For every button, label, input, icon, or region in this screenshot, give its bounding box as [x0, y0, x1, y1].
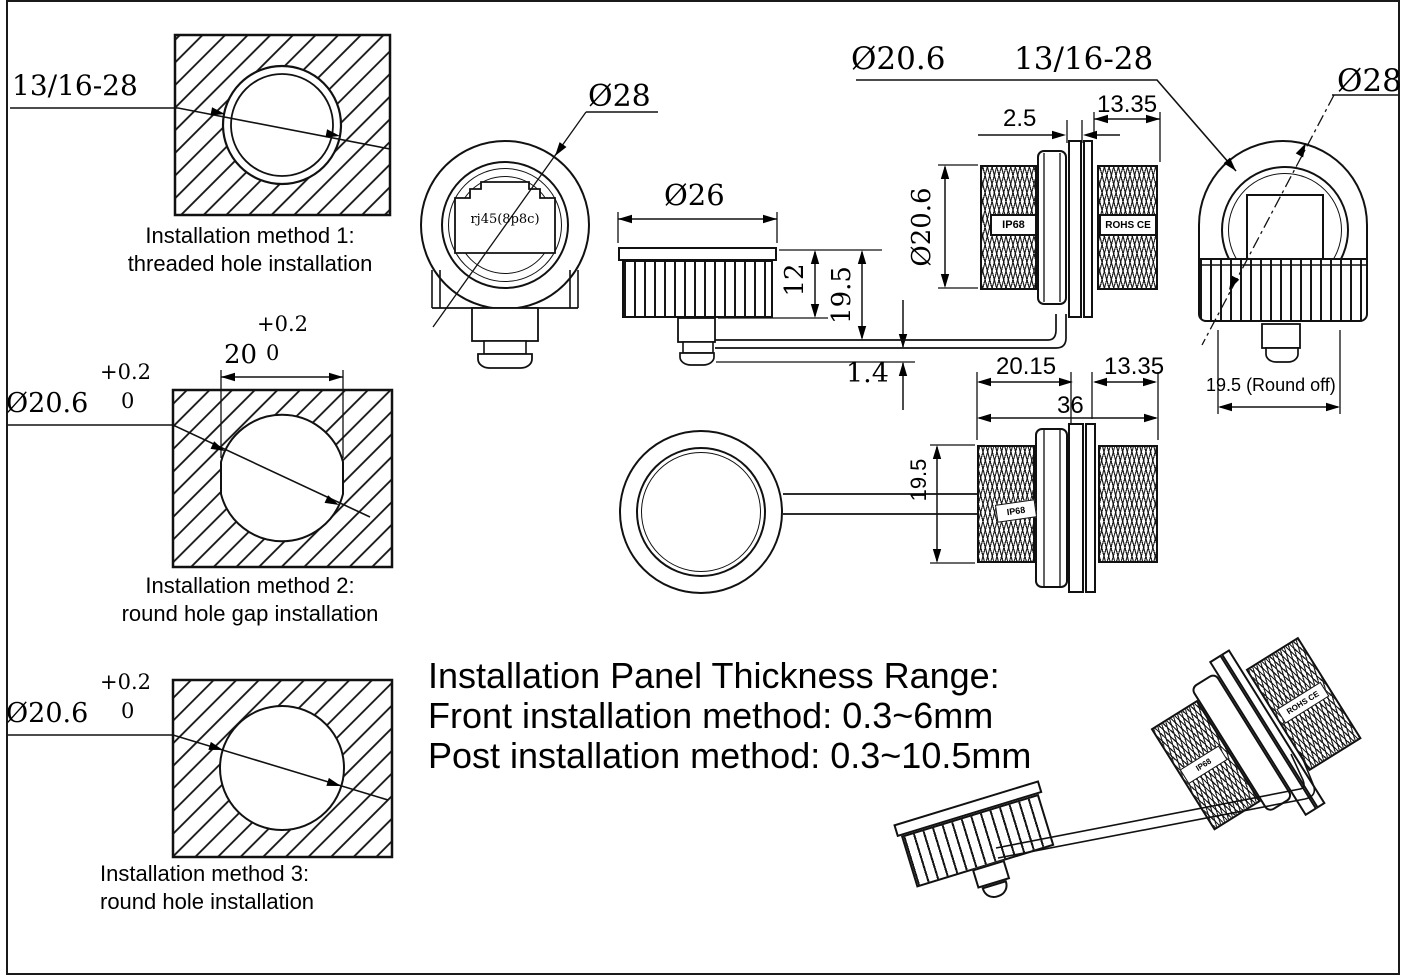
method3-caption-line2: round hole installation	[100, 888, 315, 914]
method2-width-label: 20	[224, 340, 258, 370]
body-top-thread-label: 13/16-28	[1014, 41, 1154, 77]
body2-flange-plate-1	[1068, 423, 1084, 593]
body1-flange-plate-1	[1068, 140, 1082, 318]
body-top-rohs-badge: ROHS CE	[1099, 214, 1157, 236]
note-line-2: Front installation method: 0.3~6mm	[428, 695, 994, 736]
ring-cap-inner	[641, 452, 761, 572]
drawing-border-frame	[6, 0, 1400, 975]
body1-flange-plate-2	[1083, 140, 1093, 318]
method2-width-tol-plus: +0.2	[257, 312, 308, 336]
body-side-dia-vert: 19.5	[906, 458, 931, 502]
cap-dia-label: Ø26	[664, 178, 725, 212]
body-top-rohs-text: ROHS CE	[1105, 219, 1151, 231]
method2-caption-line1: Installation method 2:	[145, 573, 355, 598]
body-side-total-dim: 36	[1057, 392, 1084, 419]
body-top-dia-label: Ø20.6	[851, 41, 946, 77]
body2-hex-collar	[1035, 428, 1068, 588]
body2-flange-plate-2	[1085, 423, 1096, 593]
body-top-flange-dim: 2.5	[1003, 105, 1037, 132]
method3-tol-zero: 0	[121, 699, 135, 723]
method3-dia-label: Ø20.6	[6, 698, 89, 729]
cap-total-height-label: 19.5	[827, 266, 857, 324]
note-line-3: Post installation method: 0.3~10.5mm	[428, 735, 1032, 776]
front-dia-label: Ø28	[588, 79, 651, 114]
method3-caption-line1: Installation method 3:	[100, 861, 310, 886]
method2-caption-line2: round hole gap installation	[121, 600, 379, 626]
tilted-ip68-text: IP68	[1194, 756, 1214, 773]
method2-dia-label: Ø20.6	[6, 388, 89, 419]
method1-thread-label: 13/16-28	[12, 69, 138, 102]
round-width-label: 19.5 (Round off)	[1206, 376, 1336, 394]
method2-tol-plus: +0.2	[100, 360, 151, 384]
method2-caption: Installation method 2: round hole gap in…	[90, 572, 410, 627]
body-top-dia-vert: Ø20.6	[907, 187, 937, 267]
round-view-knurl-block	[1198, 258, 1368, 322]
body1-hex-collar	[1037, 150, 1067, 305]
cap-top-plate	[618, 247, 777, 261]
cap-height-label: 12	[780, 263, 810, 297]
round-view-jack-shield	[1246, 194, 1324, 260]
round-width-note: (Round off)	[1246, 375, 1336, 395]
method3-tol-plus: +0.2	[100, 670, 151, 694]
method1-caption-line1: Installation method 1:	[145, 223, 355, 248]
panel-thickness-note: Installation Panel Thickness Range: Fron…	[428, 656, 1031, 776]
round-dia-label: Ø28	[1337, 63, 1402, 99]
note-line-1: Installation Panel Thickness Range:	[428, 655, 1000, 696]
method1-caption-line2: threaded hole installation	[127, 250, 373, 276]
body2-right-thread	[1098, 445, 1158, 563]
round-width-value: 19.5	[1206, 375, 1242, 395]
front-jack-label: rj45(8p8c)	[470, 212, 540, 227]
body-side-right-dim: 13.35	[1104, 353, 1165, 380]
body-side-ip68-text: IP68	[1006, 504, 1026, 518]
method3-caption: Installation method 3: round hole instal…	[100, 860, 314, 915]
body-side-left-dim: 20.15	[996, 353, 1057, 380]
cap-knurl-body	[622, 260, 773, 318]
method1-caption: Installation method 1: threaded hole ins…	[90, 222, 410, 277]
method2-width-tol-zero: 0	[266, 341, 280, 365]
body-top-ip68-badge: IP68	[990, 214, 1037, 236]
cap-gap-label: 1.4	[846, 358, 889, 389]
body-top-ip68-text: IP68	[1002, 219, 1025, 231]
method2-tol-zero: 0	[121, 389, 135, 413]
body-top-threadlen-dim: 13.35	[1097, 91, 1158, 118]
